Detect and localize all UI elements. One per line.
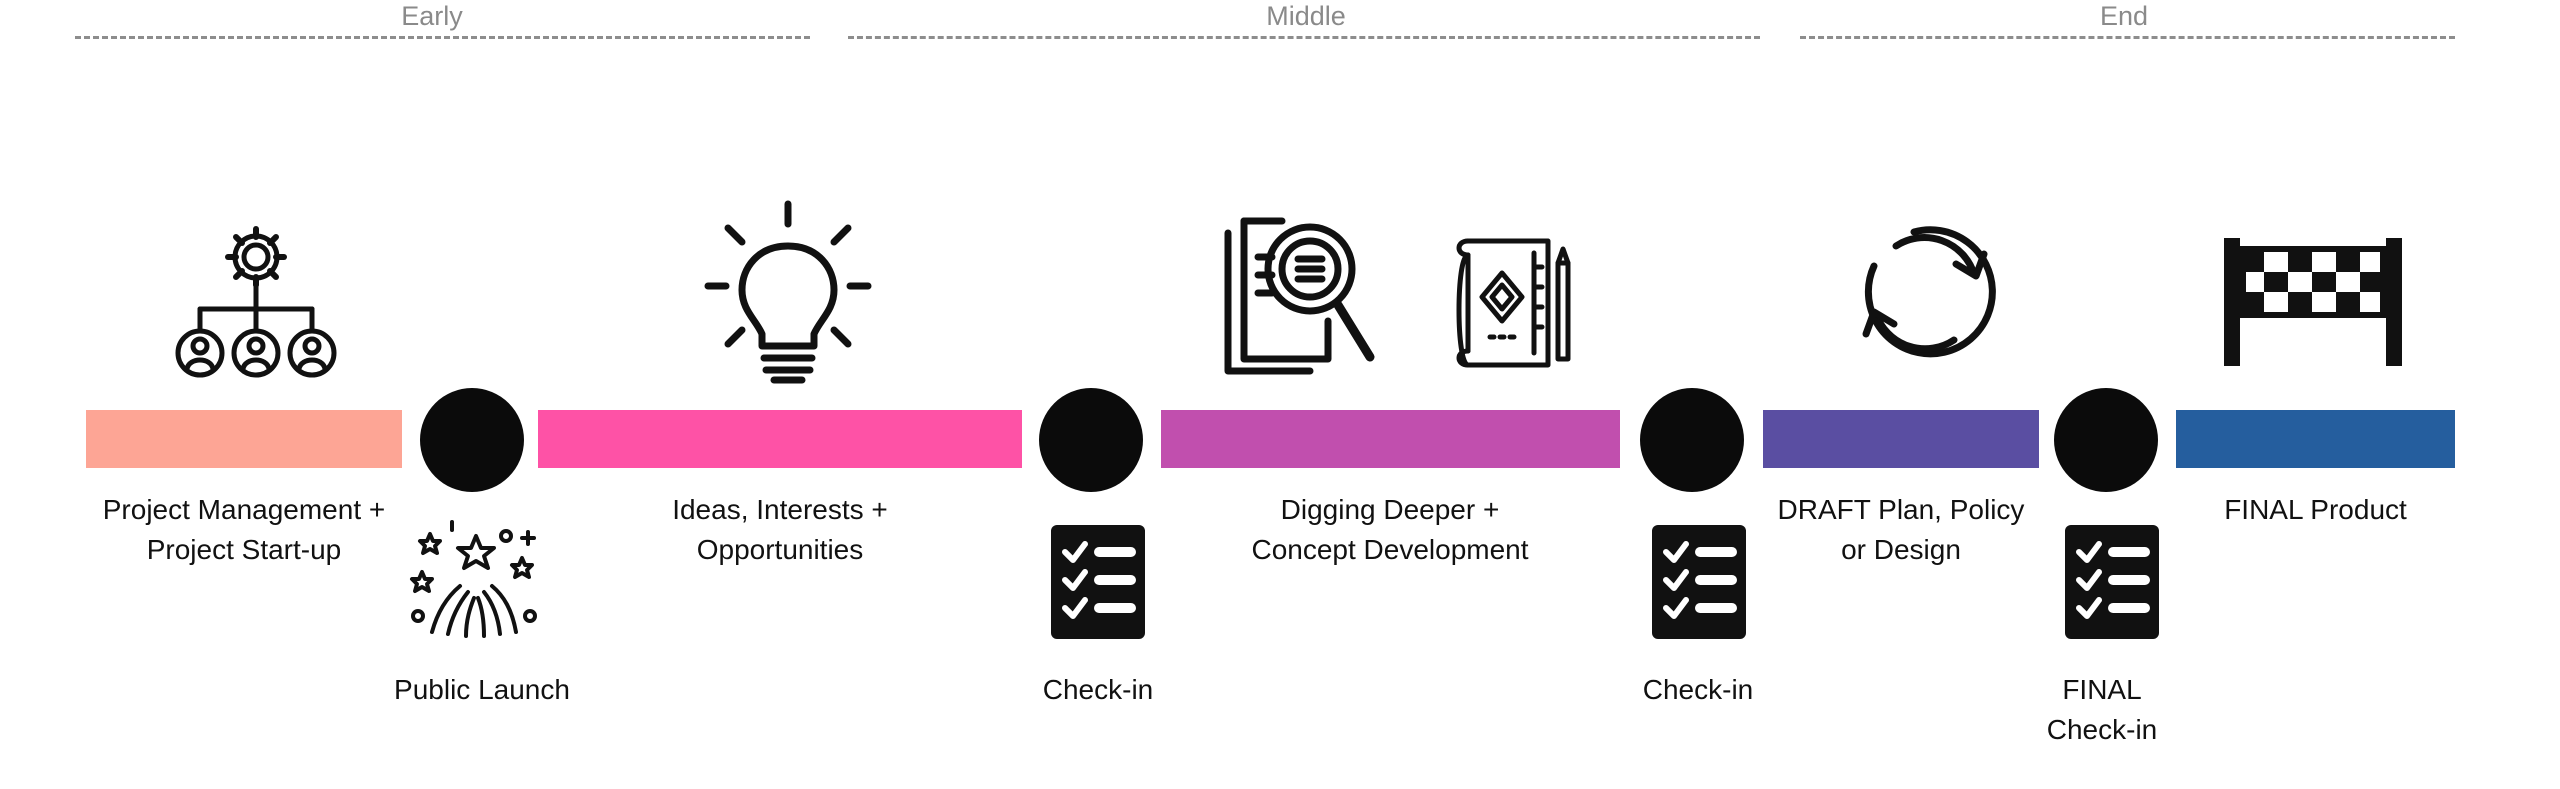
org-chart-gear-icon [172, 225, 340, 385]
stage-label-ideas: Ideas, Interests + Opportunities [620, 490, 940, 570]
phase-divider-end [1800, 36, 2455, 39]
phase-divider-middle [848, 36, 1760, 39]
stage-bar-project-management [86, 410, 402, 468]
document-search-icon [1210, 213, 1390, 383]
stage-label-line: Project Start-up [146, 534, 342, 565]
stage-label-digging-deeper: Digging Deeper + Concept Development [1220, 490, 1560, 570]
milestone-dot-final-check-in [2054, 388, 2158, 492]
milestone-dot-check-in-2 [1640, 388, 1744, 492]
milestone-label-check-in-2: Check-in [1642, 674, 1754, 705]
stage-label-line: FINAL Product [2224, 494, 2407, 525]
finish-flag-icon [2216, 232, 2410, 370]
stage-label-final: FINAL Product [2176, 490, 2455, 530]
blueprint-icon [1450, 233, 1576, 373]
refresh-cycle-icon [1850, 218, 2000, 368]
stage-label-draft: DRAFT Plan, Policy or Design [1756, 490, 2046, 570]
stage-label-line: or Design [1841, 534, 1961, 565]
milestone-label-line: Check-in [2046, 714, 2158, 745]
stage-label-line: DRAFT Plan, Policy [1777, 494, 2025, 525]
phase-label-early: Early [401, 1, 463, 31]
stage-bar-ideas [538, 410, 1022, 468]
milestone-label-line: FINAL [2062, 674, 2142, 705]
checklist-icon [2065, 525, 2159, 639]
milestone-dot-check-in-1 [1039, 388, 1143, 492]
stage-bar-digging-deeper [1161, 410, 1620, 468]
stage-label-line: Ideas, Interests + [672, 494, 888, 525]
stage-label-project-management: Project Management + Project Start-up [74, 490, 414, 570]
stage-label-line: Digging Deeper + [1280, 494, 1500, 525]
milestone-label-public-launch: Public Launch [394, 674, 570, 705]
phase-label-end: End [2099, 1, 2149, 31]
fireworks-icon [408, 520, 544, 640]
stage-label-line: Concept Development [1251, 534, 1529, 565]
lightbulb-icon [698, 198, 878, 388]
stage-label-line: Opportunities [696, 534, 864, 565]
stage-label-line: Project Management + [102, 494, 386, 525]
milestone-label-check-in-1: Check-in [1042, 674, 1154, 705]
stage-bar-final [2176, 410, 2455, 468]
checklist-icon [1051, 525, 1145, 639]
stage-bar-draft [1763, 410, 2039, 468]
checklist-icon [1652, 525, 1746, 639]
milestone-dot-public-launch [420, 388, 524, 492]
milestone-label-final-check-in: FINAL Check-in [2012, 670, 2192, 750]
phase-divider-early [75, 36, 810, 39]
phase-label-middle: Middle [1266, 1, 1346, 31]
